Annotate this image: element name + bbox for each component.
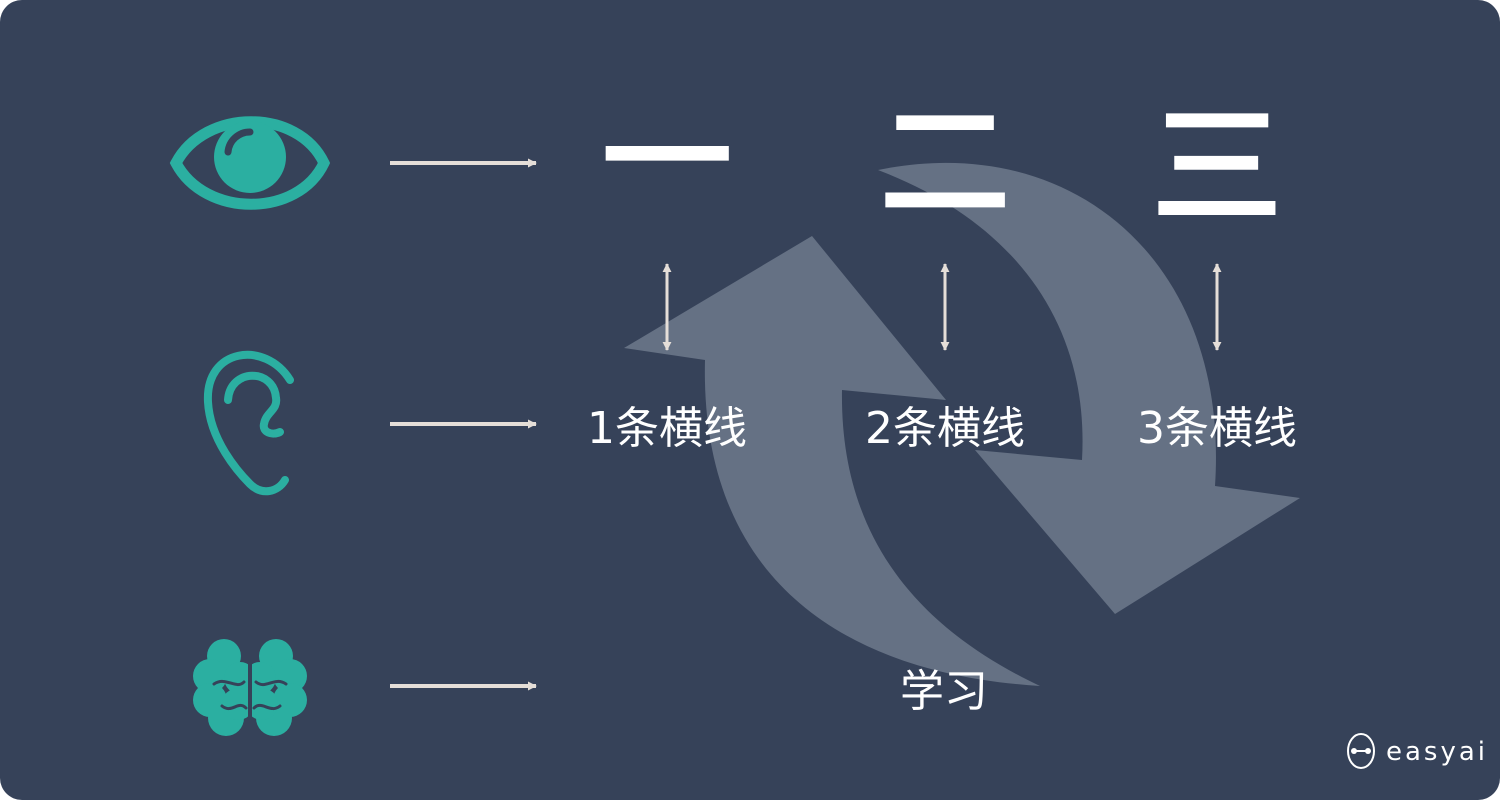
character-three: 三 (1152, 90, 1282, 243)
link-arrows (662, 263, 1222, 351)
cycle-label: 学习 (900, 666, 988, 717)
brand-logo: easyai (1347, 733, 1488, 769)
cycle-arrow-right (878, 162, 1300, 614)
character-two: 二 (880, 86, 1010, 239)
robot-face-icon (1347, 733, 1375, 769)
brain-icon (193, 636, 307, 738)
ear-icon (203, 351, 294, 496)
character-one: 一 (602, 82, 732, 235)
label-three-strokes: 3条横线 (1137, 403, 1297, 454)
label-one-stroke: 1条横线 (587, 403, 747, 454)
brand-name: easyai (1386, 737, 1488, 767)
cycle-arrows-icon (624, 162, 1300, 686)
sense-arrows (390, 158, 537, 691)
label-two-strokes: 2条横线 (865, 403, 1025, 454)
cycle-arrow-left (624, 236, 1040, 686)
eye-icon (169, 116, 331, 210)
